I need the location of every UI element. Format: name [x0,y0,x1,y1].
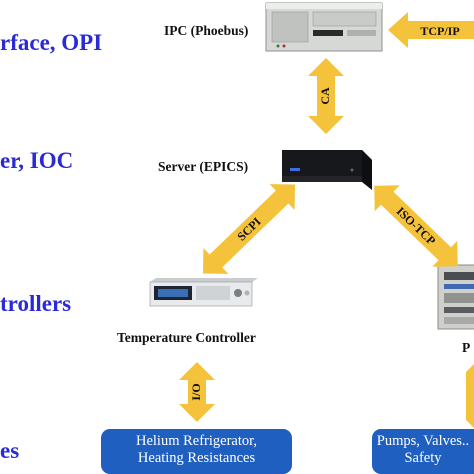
ca-arrow: CA [308,58,344,134]
ca-label: CA [318,87,332,105]
pumps-line2: Safety [404,450,442,466]
plc-devices-arrow [466,364,474,428]
layer-label-controllers: trollers [0,291,72,316]
tcp-ip-arrow: TCP/IP [388,12,474,48]
layer-label-interface: rface, OPI [0,30,103,55]
server-label: Server (EPICS) [158,159,249,174]
plc-cabinet-icon [437,264,474,330]
server-pc-icon [282,150,372,190]
io-label: I/O [189,383,203,400]
io-arrow: I/O [179,362,215,422]
pumps-devices-box: Pumps, Valves.. Safety [372,429,474,474]
scpi-arrow: SCPI [202,184,296,274]
ipc-label: IPC (Phoebus) [164,23,249,38]
pumps-line1: Pumps, Valves.. [376,433,470,449]
layer-label-devices: es [0,438,20,463]
helium-line1: Helium Refrigerator, [135,433,257,449]
helium-line2: Heating Resistances [137,450,256,466]
iso-tcp-label: ISO-TCP [394,204,439,248]
ipc-computer-icon [265,2,383,52]
plc-label: P [462,340,471,355]
tcp-ip-label: TCP/IP [420,24,459,38]
temperature-controller-icon [149,278,258,307]
iso-tcp-arrow: ISO-TCP [374,185,458,267]
helium-devices-box: Helium Refrigerator, Heating Resistances [101,429,292,474]
layer-label-ioc: er, IOC [0,148,74,173]
temperature-controller-label: Temperature Controller [117,330,256,345]
